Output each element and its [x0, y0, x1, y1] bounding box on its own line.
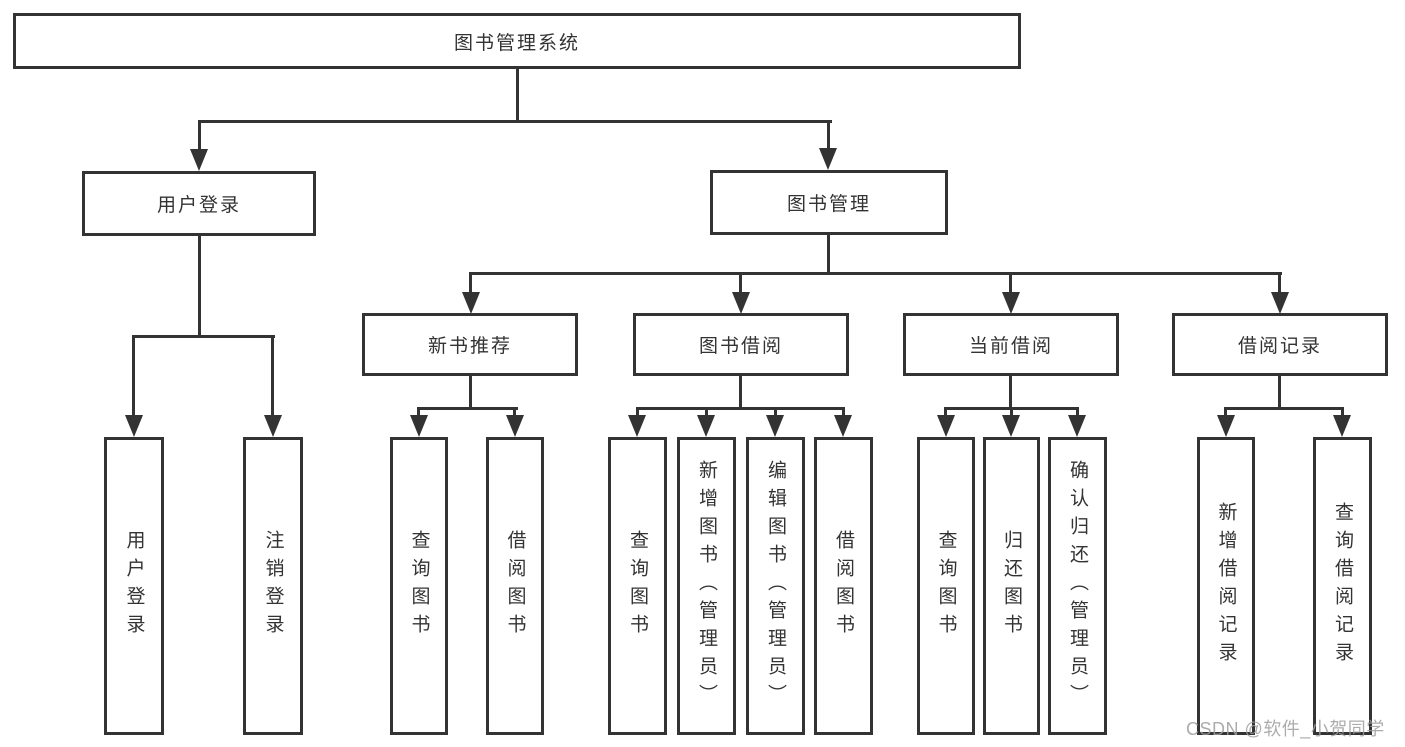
- arrowhead-record-add: [1217, 415, 1235, 437]
- arrowhead-borrow-add: [697, 415, 715, 437]
- node-borrow-record: 借阅记录: [1172, 313, 1388, 376]
- connector-recommend-stub-2: [513, 407, 516, 418]
- leaf-recommend-query-book-label: 查询图书: [408, 530, 430, 642]
- leaf-borrow-lend-book-label: 借阅图书: [833, 530, 854, 642]
- connector-book-mgmt-horizontal: [469, 272, 1282, 275]
- connector-current-stub-1: [944, 407, 947, 418]
- connector-root-horizontal: [198, 120, 832, 123]
- node-root-label: 图书管理系统: [453, 32, 580, 54]
- connector-recommend-stub-1: [417, 407, 420, 418]
- leaf-logout-label: 注销登录: [262, 530, 284, 642]
- connector-record-vertical: [1278, 376, 1281, 409]
- arrowhead-record-query: [1333, 415, 1351, 437]
- connector-root-stub-right: [827, 120, 830, 152]
- node-book-management-label: 图书管理: [786, 194, 871, 215]
- leaf-borrow-add-book-admin-label: 新增图书（管理员）: [696, 460, 717, 712]
- leaf-user-login-label: 用户登录: [123, 530, 145, 642]
- node-new-book-recommend-label: 新书推荐: [427, 336, 512, 357]
- leaf-borrow-edit-book-admin: 编辑图书（管理员）: [746, 437, 805, 735]
- node-borrow-record-label: 借阅记录: [1237, 336, 1322, 357]
- leaf-recommend-borrow-book-label: 借阅图书: [504, 530, 526, 642]
- arrowhead-new-book-recommend: [462, 292, 480, 314]
- arrowhead-borrow-query: [628, 415, 646, 437]
- connector-record-stub-2: [1341, 407, 1344, 418]
- connector-user-login-vertical: [198, 236, 201, 335]
- arrowhead-book-management: [819, 148, 837, 170]
- connector-root-stub-left: [198, 120, 201, 152]
- connector-recommend-vertical: [469, 376, 472, 409]
- node-current-borrow: 当前借阅: [903, 313, 1119, 376]
- arrowhead-current-query: [937, 415, 955, 437]
- leaf-current-query-book: 查询图书: [917, 437, 975, 735]
- arrowhead-borrow-lend: [834, 415, 852, 437]
- connector-book-mgmt-stub-4: [1278, 272, 1281, 296]
- connector-root-vertical: [516, 69, 519, 123]
- arrowhead-user-login: [190, 149, 208, 171]
- leaf-borrow-edit-book-admin-label: 编辑图书（管理员）: [765, 460, 786, 712]
- connector-borrow-horizontal: [636, 407, 845, 410]
- leaf-record-query-record-label: 查询借阅记录: [1332, 502, 1353, 670]
- node-new-book-recommend: 新书推荐: [362, 313, 578, 376]
- connector-current-vertical: [1009, 376, 1012, 409]
- csdn-watermark: CSDN @软件_小贺同学: [1186, 719, 1385, 739]
- arrowhead-recommend-borrow: [506, 415, 524, 437]
- leaf-borrow-lend-book: 借阅图书: [814, 437, 873, 735]
- arrowhead-current-borrow: [1002, 292, 1020, 314]
- leaf-borrow-query-book: 查询图书: [608, 437, 667, 735]
- connector-book-mgmt-stub-2: [739, 272, 742, 296]
- connector-record-stub-1: [1224, 407, 1227, 418]
- leaf-borrow-query-book-label: 查询图书: [627, 530, 648, 642]
- leaf-current-query-book-label: 查询图书: [935, 530, 957, 642]
- connector-user-login-horizontal: [132, 335, 275, 338]
- arrowhead-leaf-logout: [264, 415, 282, 437]
- connector-borrow-vertical: [739, 376, 742, 409]
- connector-book-mgmt-stub-1: [469, 272, 472, 296]
- connector-book-mgmt-stub-3: [1009, 272, 1012, 296]
- arrowhead-current-return: [1002, 415, 1020, 437]
- connector-current-stub-2: [1010, 407, 1013, 418]
- arrowhead-borrow-edit: [766, 415, 784, 437]
- arrowhead-current-confirm: [1068, 415, 1086, 437]
- leaf-user-login: 用户登录: [104, 437, 164, 735]
- node-current-borrow-label: 当前借阅: [968, 336, 1053, 357]
- node-user-login: 用户登录: [82, 171, 316, 236]
- connector-user-login-stub-left: [132, 335, 135, 418]
- leaf-current-confirm-return-admin: 确认归还（管理员）: [1048, 437, 1107, 735]
- leaf-record-query-record: 查询借阅记录: [1313, 437, 1372, 735]
- leaf-current-confirm-return-admin-label: 确认归还（管理员）: [1067, 460, 1088, 712]
- connector-borrow-stub-3: [774, 407, 777, 418]
- connector-record-horizontal: [1224, 407, 1344, 410]
- leaf-record-add-record-label: 新增借阅记录: [1215, 502, 1237, 670]
- leaf-borrow-add-book-admin: 新增图书（管理员）: [677, 437, 736, 735]
- leaf-current-return-book-label: 归还图书: [1001, 530, 1022, 642]
- connector-book-mgmt-vertical: [827, 235, 830, 275]
- arrowhead-leaf-user-login: [125, 415, 143, 437]
- arrowhead-book-borrow: [732, 292, 750, 314]
- connector-recommend-horizontal: [417, 407, 518, 410]
- leaf-record-add-record: 新增借阅记录: [1197, 437, 1255, 735]
- leaf-recommend-borrow-book: 借阅图书: [486, 437, 544, 735]
- node-root: 图书管理系统: [13, 13, 1021, 69]
- node-book-management: 图书管理: [710, 170, 948, 235]
- leaf-current-return-book: 归还图书: [983, 437, 1040, 735]
- node-book-borrow-label: 图书借阅: [698, 336, 783, 357]
- connector-user-login-stub-right: [271, 335, 274, 418]
- node-user-login-label: 用户登录: [156, 195, 241, 216]
- connector-current-stub-3: [1076, 407, 1079, 418]
- arrowhead-recommend-query: [410, 415, 428, 437]
- leaf-recommend-query-book: 查询图书: [390, 437, 448, 735]
- leaf-logout: 注销登录: [243, 437, 303, 735]
- connector-borrow-stub-4: [842, 407, 845, 418]
- connector-borrow-stub-1: [636, 407, 639, 418]
- connector-borrow-stub-2: [705, 407, 708, 418]
- node-book-borrow: 图书借阅: [633, 313, 849, 376]
- arrowhead-borrow-record: [1271, 292, 1289, 314]
